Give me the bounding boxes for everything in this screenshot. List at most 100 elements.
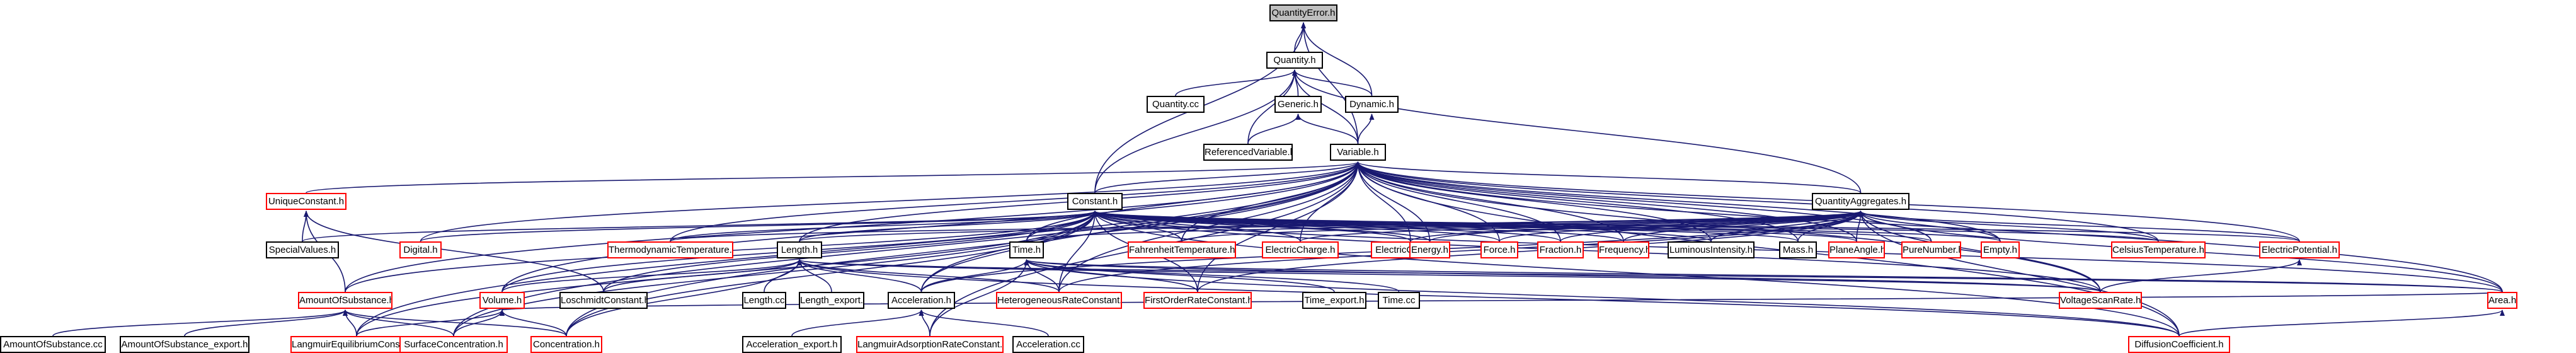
edge-quantitycc-to-quantity <box>1175 69 1297 96</box>
edge-epotential-to-qaggr <box>1858 211 2300 242</box>
edge-length-to-constant <box>799 211 1097 242</box>
node-timecc[interactable]: Time.cc <box>1378 292 1420 309</box>
node-surfconc[interactable]: SurfaceConcentration.h <box>399 336 508 353</box>
edge-vscan-to-length <box>797 259 2101 292</box>
edge-specialvalues-to-uniqueconst <box>302 211 309 242</box>
edge-digital-to-constant <box>420 211 1097 242</box>
edge-area-to-length <box>798 259 2503 292</box>
edge-diffusion-to-qaggr <box>1858 211 2180 337</box>
edge-diffusion-to-area <box>2178 310 2505 337</box>
edge-accel-to-length <box>797 259 922 292</box>
node-force[interactable]: Force.h <box>1480 241 1518 258</box>
node-energy[interactable]: Energy.h <box>1409 241 1450 258</box>
edge-qaggr-to-quantity <box>1292 69 1862 194</box>
node-refvar[interactable]: ReferencedVariable.h <box>1203 144 1293 161</box>
edge-empty-to-variable <box>1355 161 2001 242</box>
edge-area-to-time <box>1024 259 2503 292</box>
edge-hetero-to-qaggr <box>1058 211 1863 292</box>
edge-accelexp-to-accel <box>791 310 924 337</box>
node-time[interactable]: Time.h <box>1009 241 1044 258</box>
edge-langeq-to-variable <box>356 161 1361 337</box>
node-echarge[interactable]: ElectricCharge.h <box>1262 241 1339 258</box>
node-quantitycc[interactable]: Quantity.cc <box>1147 96 1205 113</box>
edge-qaggr-to-variable <box>1355 161 1862 194</box>
node-conc[interactable]: Concentration.h <box>530 336 602 353</box>
edge-epotential-to-constant <box>1092 211 2300 242</box>
node-luminous[interactable]: LuminousIntensity.h <box>1668 241 1755 258</box>
edge-langads-to-accel <box>919 310 930 337</box>
edge-celsius-to-qaggr <box>1858 211 2159 242</box>
node-amountexp[interactable]: AmountOfSubstance_export.h <box>120 336 249 353</box>
node-area[interactable]: Area.h <box>2487 292 2517 309</box>
edge-variable-to-quantity <box>1292 69 1359 144</box>
edge-thermotemp-to-constant <box>670 211 1097 242</box>
node-langads[interactable]: LangmuirAdsorptionRateConstant.h <box>856 336 1004 353</box>
edge-conc-to-length <box>566 259 802 337</box>
node-digital[interactable]: Digital.h <box>399 241 442 258</box>
node-firstorder[interactable]: FirstOrderRateConstant.h <box>1143 292 1252 309</box>
edge-hetero-to-constant <box>1058 211 1097 292</box>
edge-thermotemp-to-qaggr <box>670 211 1863 242</box>
edge-empty-to-qaggr <box>1858 211 2001 242</box>
edge-variable-to-generic <box>1295 113 1359 144</box>
node-generic[interactable]: Generic.h <box>1274 96 1322 113</box>
node-qerr: QuantityError.h <box>1269 4 1337 21</box>
node-amountsub[interactable]: AmountOfSubstance.h <box>298 292 392 309</box>
edge-timecc-to-time <box>1024 259 1400 292</box>
node-celsius[interactable]: CelsiusTemperature.h <box>2111 241 2206 258</box>
edge-amountcc-to-amountsub <box>52 310 348 337</box>
edge-vscan-to-epotential <box>2100 259 2302 292</box>
node-lengthcc[interactable]: Length.cc <box>742 292 786 309</box>
edge-conc-to-constant <box>566 211 1097 337</box>
edge-langads-to-time <box>929 259 1029 337</box>
node-length[interactable]: Length.h <box>777 241 822 258</box>
edge-diffusion-to-constant <box>1092 211 2180 337</box>
node-mass[interactable]: Mass.h <box>1779 241 1817 258</box>
edge-frequency-to-qaggr <box>1623 211 1863 242</box>
edge-fraction-to-qaggr <box>1560 211 1863 242</box>
node-volume[interactable]: Volume.h <box>479 292 525 309</box>
node-amountcc[interactable]: AmountOfSubstance.cc <box>0 336 106 353</box>
node-qaggr[interactable]: QuantityAggregates.h <box>1812 193 1909 210</box>
edge-langeq-to-volume <box>356 310 505 337</box>
node-frequency[interactable]: Frequency.h <box>1598 241 1649 258</box>
edge-vscan-to-qaggr <box>1858 211 2101 292</box>
node-uniqueconst[interactable]: UniqueConstant.h <box>266 193 346 210</box>
edge-loschmidt-to-length <box>603 259 802 292</box>
node-timeexp[interactable]: Time_export.h <box>1302 292 1366 309</box>
node-thermotemp[interactable]: ThermodynamicTemperature.h <box>607 241 733 258</box>
node-fahrenheit[interactable]: FahrenheitTemperature.h <box>1128 241 1236 258</box>
node-loschmidt[interactable]: LoschmidtConstant.h <box>559 292 648 309</box>
node-hetero[interactable]: HeterogeneousRateConstant.h <box>996 292 1122 309</box>
node-purenumber[interactable]: PureNumber.h <box>1901 241 1961 258</box>
node-accelexp[interactable]: Acceleration_export.h <box>742 336 842 353</box>
node-dynamic[interactable]: Dynamic.h <box>1345 96 1399 113</box>
edge-constant-to-variable <box>1094 161 1361 194</box>
edge-variable-to-dynamic <box>1357 113 1375 144</box>
edge-conc-to-amountsub <box>343 310 567 337</box>
node-diffusion[interactable]: DiffusionCoefficient.h <box>2128 336 2230 353</box>
node-lengthexp[interactable]: Length_export.h <box>799 292 864 309</box>
edge-accelcc-to-accel <box>919 310 1049 337</box>
edge-volume-to-length <box>501 259 802 292</box>
node-fraction[interactable]: Fraction.h <box>1537 241 1584 258</box>
node-constant[interactable]: Constant.h <box>1067 193 1123 210</box>
edge-amountsub-to-variable <box>345 161 1361 292</box>
node-specialvalues[interactable]: SpecialValues.h <box>266 241 339 258</box>
edge-timeexp-to-time <box>1024 259 1335 292</box>
edge-force-to-qaggr <box>1499 211 1863 242</box>
edge-fahrenheit-to-constant <box>1092 211 1182 242</box>
node-accelcc[interactable]: Acceleration.cc <box>1012 336 1084 353</box>
node-accel[interactable]: Acceleration.h <box>888 292 955 309</box>
node-vscan[interactable]: VoltageScanRate.h <box>2059 292 2142 309</box>
node-quantity[interactable]: Quantity.h <box>1266 52 1323 69</box>
edge-refvar-to-generic <box>1247 113 1301 144</box>
node-epotential[interactable]: ElectricPotential.h <box>2259 241 2340 258</box>
node-empty[interactable]: Empty.h <box>1981 241 2020 258</box>
node-planeangle[interactable]: PlaneAngle.h <box>1828 241 1885 258</box>
edge-accel-to-time <box>920 259 1029 292</box>
edge-constant-to-quantity <box>1094 69 1297 194</box>
edge-uniqueconst-to-variable <box>306 161 1360 194</box>
node-variable[interactable]: Variable.h <box>1330 144 1386 161</box>
edge-celsius-to-variable <box>1355 161 2159 242</box>
